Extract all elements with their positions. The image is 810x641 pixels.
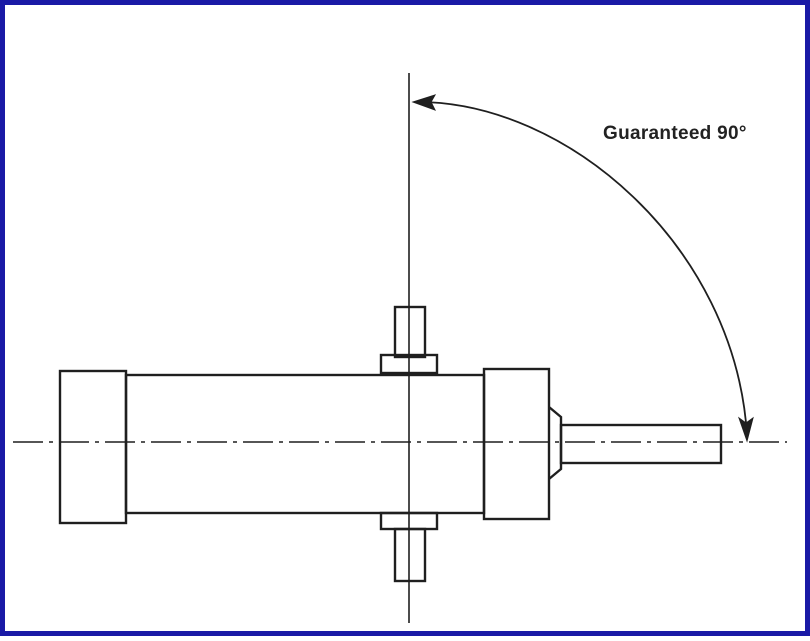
right-end-cap (482, 367, 551, 521)
arrowhead-icon (738, 416, 754, 443)
piston-rod (559, 423, 723, 465)
rod-gland (548, 406, 563, 480)
cylinder-barrel (124, 373, 486, 515)
top-collar (379, 353, 439, 375)
bottom-pin (393, 527, 427, 583)
angle-arc (414, 101, 748, 436)
left-end-cap (58, 369, 128, 525)
cylinder-drawing (13, 73, 787, 623)
angle-label: Guaranteed 90° (603, 123, 747, 144)
arrowhead-icon (411, 94, 437, 111)
top-pin (393, 305, 427, 359)
